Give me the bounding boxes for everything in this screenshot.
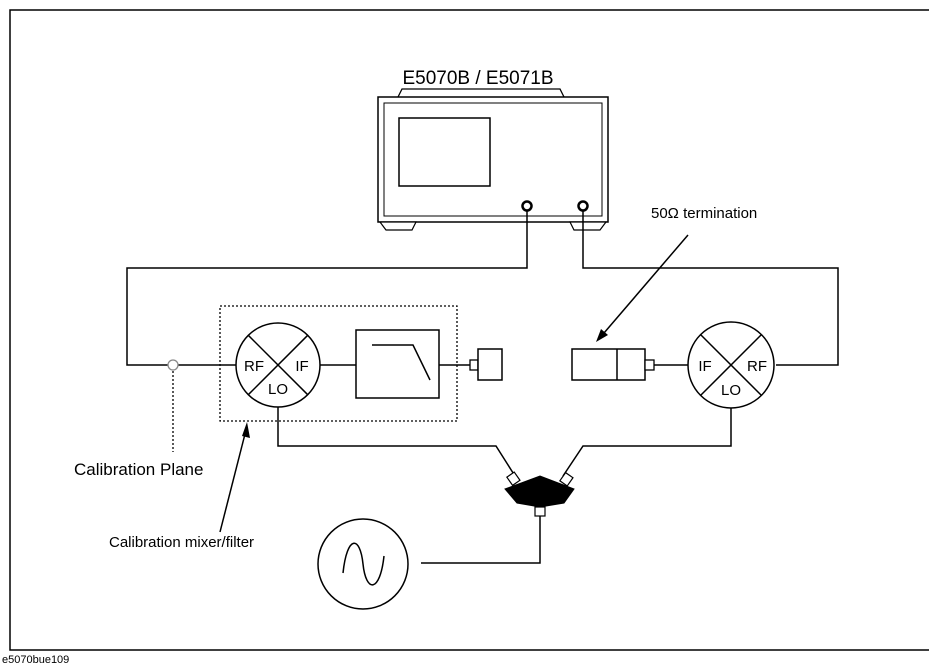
mixer-filter-arrow-head <box>242 422 250 438</box>
figure-id: e5070bue109 <box>2 654 69 665</box>
signal-source <box>317 518 409 610</box>
splitter-body <box>504 475 575 508</box>
instrument-foot-left <box>378 221 417 231</box>
source-cable <box>421 516 541 564</box>
termination-arrow-head <box>596 329 608 342</box>
instrument-screen <box>398 117 491 187</box>
lowpass-filter <box>355 329 440 399</box>
right-mixer-if-label: IF <box>698 358 711 375</box>
mixer-filter-arrow-line <box>219 433 246 533</box>
splitter-port-right <box>559 471 574 487</box>
load-termination <box>477 348 503 381</box>
filter-response-symbol <box>372 344 431 381</box>
splitter-port-left <box>506 471 521 487</box>
left-mixer-lo-label: LO <box>268 381 288 398</box>
instrument-foot-right <box>569 221 608 231</box>
annotation-arrows <box>219 234 689 533</box>
right-mixer: IF RF LO <box>687 321 775 409</box>
network-analyzer <box>377 88 609 231</box>
left-mixer-rf-label: RF <box>244 358 264 375</box>
termination-connector <box>644 359 655 371</box>
right-lo-cable <box>562 408 732 477</box>
cable-port1 <box>126 211 528 366</box>
power-splitter <box>504 471 575 517</box>
calibration-plane-label: Calibration Plane <box>74 460 203 479</box>
mixer-filter-label: Calibration mixer/filter <box>109 534 254 551</box>
instrument-label: E5070B / E5071B <box>402 68 553 89</box>
right-mixer-rf-label: RF <box>747 358 767 375</box>
left-mixer-if-label: IF <box>295 358 308 375</box>
filter-body <box>355 329 440 399</box>
splitter-port-bottom <box>534 506 546 517</box>
termination-50ohm <box>571 348 655 381</box>
sine-wave-icon <box>342 542 385 586</box>
termination-arrow-line <box>603 234 689 334</box>
instrument-handle <box>397 88 565 98</box>
port-1-connector <box>521 200 533 212</box>
calibration-plane-node <box>167 359 179 371</box>
instrument-bezel <box>383 102 603 217</box>
left-lo-cable <box>277 407 516 477</box>
left-mixer: RF IF LO <box>235 322 321 408</box>
right-mixer-lo-label: LO <box>721 382 741 399</box>
figure-frame <box>9 9 929 651</box>
port-2-connector <box>577 200 589 212</box>
cable-port2 <box>582 211 839 366</box>
termination-body <box>571 348 646 381</box>
load-connector <box>469 359 479 371</box>
termination-label: 50Ω termination <box>651 205 757 222</box>
